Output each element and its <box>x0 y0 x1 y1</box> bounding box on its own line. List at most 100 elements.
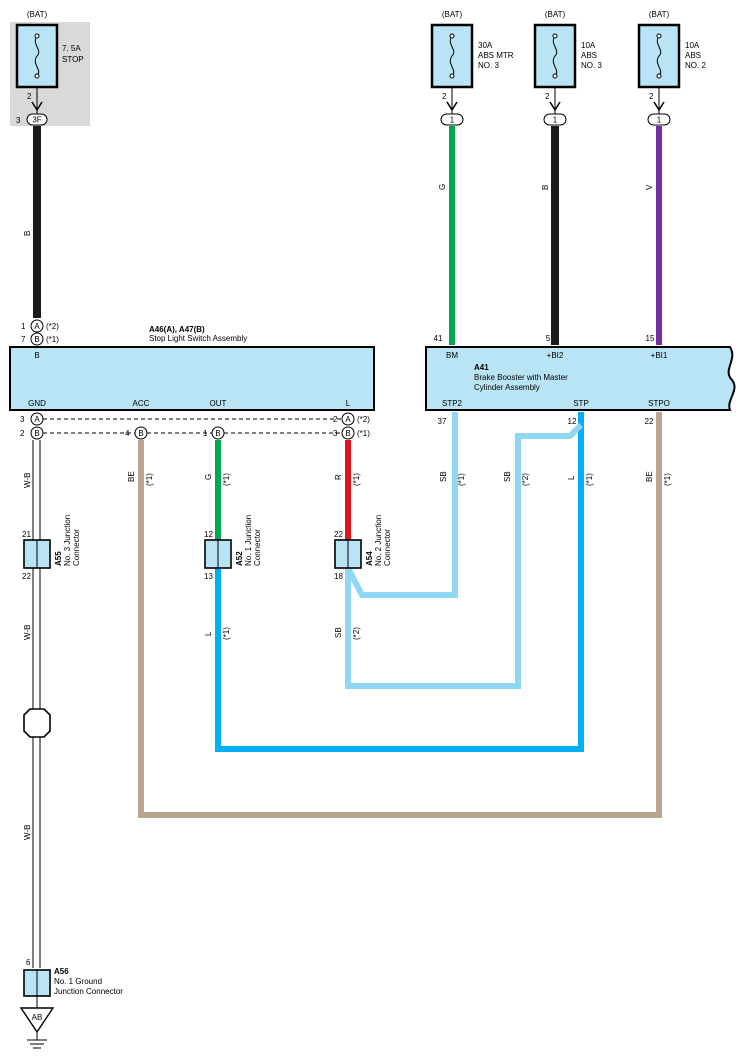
booster-box <box>425 346 736 411</box>
fuse-stop: (BAT) 7. 5A STOP 2 3F 3 <box>10 10 90 126</box>
label-acc-be: BE <box>127 471 136 482</box>
pin-l-b-conn: B <box>345 429 350 438</box>
fuse-abs-mtr-arrow-icon <box>446 101 458 112</box>
label-stp-l: L <box>567 475 576 480</box>
fuse-abs2-conn-label: 1 <box>657 116 662 125</box>
booster-name-2: Cylinder Assembly <box>474 383 540 392</box>
fuse-abs-mtr-pin: 2 <box>442 92 447 101</box>
fuse-abs3: (BAT) 10A ABS NO. 3 2 1 <box>533 10 602 126</box>
a54-pin-bottom: 18 <box>334 572 343 581</box>
label-gnd-wb-1: W-B <box>23 473 32 488</box>
fuse-stop-rating: 7. 5A <box>62 44 81 53</box>
a56-name-1: No. 1 Ground <box>54 977 102 986</box>
fuse-abs2-name-2: NO. 2 <box>685 61 706 70</box>
fuse-abs2-source: (BAT) <box>649 10 670 19</box>
fuse-abs3-name-1: ABS <box>581 51 597 60</box>
pin-l-a-num: 2 <box>333 415 338 424</box>
fuse-stop-name: STOP <box>62 55 84 64</box>
a54-code: A54 <box>365 551 374 566</box>
junction-a52: 12 13 A52 No. 1 Junction Connector <box>204 515 262 581</box>
fuse-abs3-rating: 10A <box>581 41 596 50</box>
pin-gnd-b-num: 2 <box>20 429 25 438</box>
label-a52-l: L <box>204 631 213 636</box>
label-stpo-note: (*1) <box>663 473 672 486</box>
fuse-abs3-pin: 2 <box>545 92 550 101</box>
booster-pin-stp: 12 <box>568 417 577 426</box>
stop-switch-name: Stop Light Switch Assembly <box>149 334 247 343</box>
a54-name-1: No. 2 Junction <box>374 515 383 566</box>
fuse-abs-mtr-icon <box>449 35 455 77</box>
fuse-abs2-arrow-icon <box>653 101 665 112</box>
pin-l-b-note: (*1) <box>357 429 370 438</box>
label-bi2-b: B <box>541 185 550 190</box>
a56-pin: 6 <box>26 958 31 967</box>
ground-triangle-icon <box>19 1007 55 1034</box>
junction-a55: 21 22 A55 No. 3 Junction Connector <box>22 515 81 581</box>
pin-l-b-num: 3 <box>333 429 338 438</box>
booster-term-stpo: STPO <box>648 399 670 408</box>
booster-pin-stp2: 37 <box>438 417 447 426</box>
fuse-abs-mtr: (BAT) 30A ABS MTR NO. 3 2 1 <box>430 10 514 126</box>
wire-stp2-sb <box>345 412 458 598</box>
pin-acc-conn: B <box>138 429 143 438</box>
a54-name-2: Connector <box>383 529 392 566</box>
label-stpo-be: BE <box>645 471 654 482</box>
fuse-abs-mtr-conn-label: 1 <box>450 116 455 125</box>
stop-switch-bottom-pins: 3 A 2 B 4 B 1 B 2 A (*2) 3 B (*1) <box>20 412 370 440</box>
pin-out-conn: B <box>215 429 220 438</box>
booster-pin-bi2: 5 <box>546 334 551 343</box>
a52-code: A52 <box>235 551 244 566</box>
wire-labels: B G B V W-B W-B W-B BE (*1) G (*1) R (*1… <box>23 184 672 840</box>
label-a54-sb: SB <box>334 627 343 638</box>
pin-out-num: 1 <box>203 429 208 438</box>
stop-switch-term-acc: ACC <box>133 399 150 408</box>
stop-light-switch: A46(A), A47(B) Stop Light Switch Assembl… <box>9 325 375 411</box>
booster-term-bm: BM <box>446 351 458 360</box>
fuse-abs-mtr-source: (BAT) <box>442 10 463 19</box>
a52-pin-top: 12 <box>204 530 213 539</box>
booster-name-1: Brake Booster with Master <box>474 373 568 382</box>
a56-code: A56 <box>54 967 69 976</box>
wire-acc-be <box>138 412 662 818</box>
a52-pin-bottom: 13 <box>204 572 213 581</box>
wire-a54-sb2 <box>345 422 584 689</box>
fuse-abs3-source: (BAT) <box>545 10 566 19</box>
stop-switch-term-l: L <box>346 399 351 408</box>
a54-pin-top: 22 <box>334 530 343 539</box>
pin-1-conn: A <box>34 322 40 331</box>
a55-name-2: Connector <box>72 529 81 566</box>
fuse-abs3-icon <box>552 35 558 77</box>
splice-octagon-icon <box>23 708 51 738</box>
booster-code: A41 <box>474 363 489 372</box>
pin-gnd-a-conn: A <box>34 415 40 424</box>
fuse-abs2-icon <box>656 35 662 77</box>
fuse-abs2-pin: 2 <box>649 92 654 101</box>
a52-name-1: No. 1 Junction <box>244 515 253 566</box>
fuse-abs3-name-2: NO. 3 <box>581 61 602 70</box>
pin-7-conn: B <box>34 335 39 344</box>
fuse-abs-mtr-rating: 30A <box>478 41 493 50</box>
fuse-abs2-name-1: ABS <box>685 51 701 60</box>
pin-l-a-note: (*2) <box>357 415 370 424</box>
fuse-stop-pin: 2 <box>27 92 32 101</box>
a55-pin-bottom: 22 <box>22 572 31 581</box>
label-l-note: (*1) <box>352 473 361 486</box>
a55-code: A55 <box>54 551 63 566</box>
a55-pin-top: 21 <box>22 530 31 539</box>
booster-pin-stpo: 22 <box>645 417 654 426</box>
label-stp2-note: (*1) <box>457 473 466 486</box>
label-acc-note: (*1) <box>145 473 154 486</box>
label-bm-g: G <box>438 184 447 190</box>
junction-a54: 22 18 A54 No. 2 Junction Connector <box>334 515 392 581</box>
booster-term-bi1: +BI1 <box>651 351 668 360</box>
label-sb2-note: (*2) <box>521 473 530 486</box>
pin-7-num: 7 <box>21 335 26 344</box>
stop-switch-term-out: OUT <box>210 399 227 408</box>
booster-term-stp: STP <box>573 399 589 408</box>
fuse-abs3-conn-label: 1 <box>553 116 558 125</box>
label-l-r: R <box>334 474 343 480</box>
ground-connector-a56: 6 A56 No. 1 Ground Junction Connector AB <box>19 958 123 1049</box>
stop-switch-top-pins: 1 A (*2) 7 B (*1) <box>21 319 59 346</box>
booster-pin-bm: 41 <box>434 334 443 343</box>
wire-a52-l <box>215 412 584 752</box>
